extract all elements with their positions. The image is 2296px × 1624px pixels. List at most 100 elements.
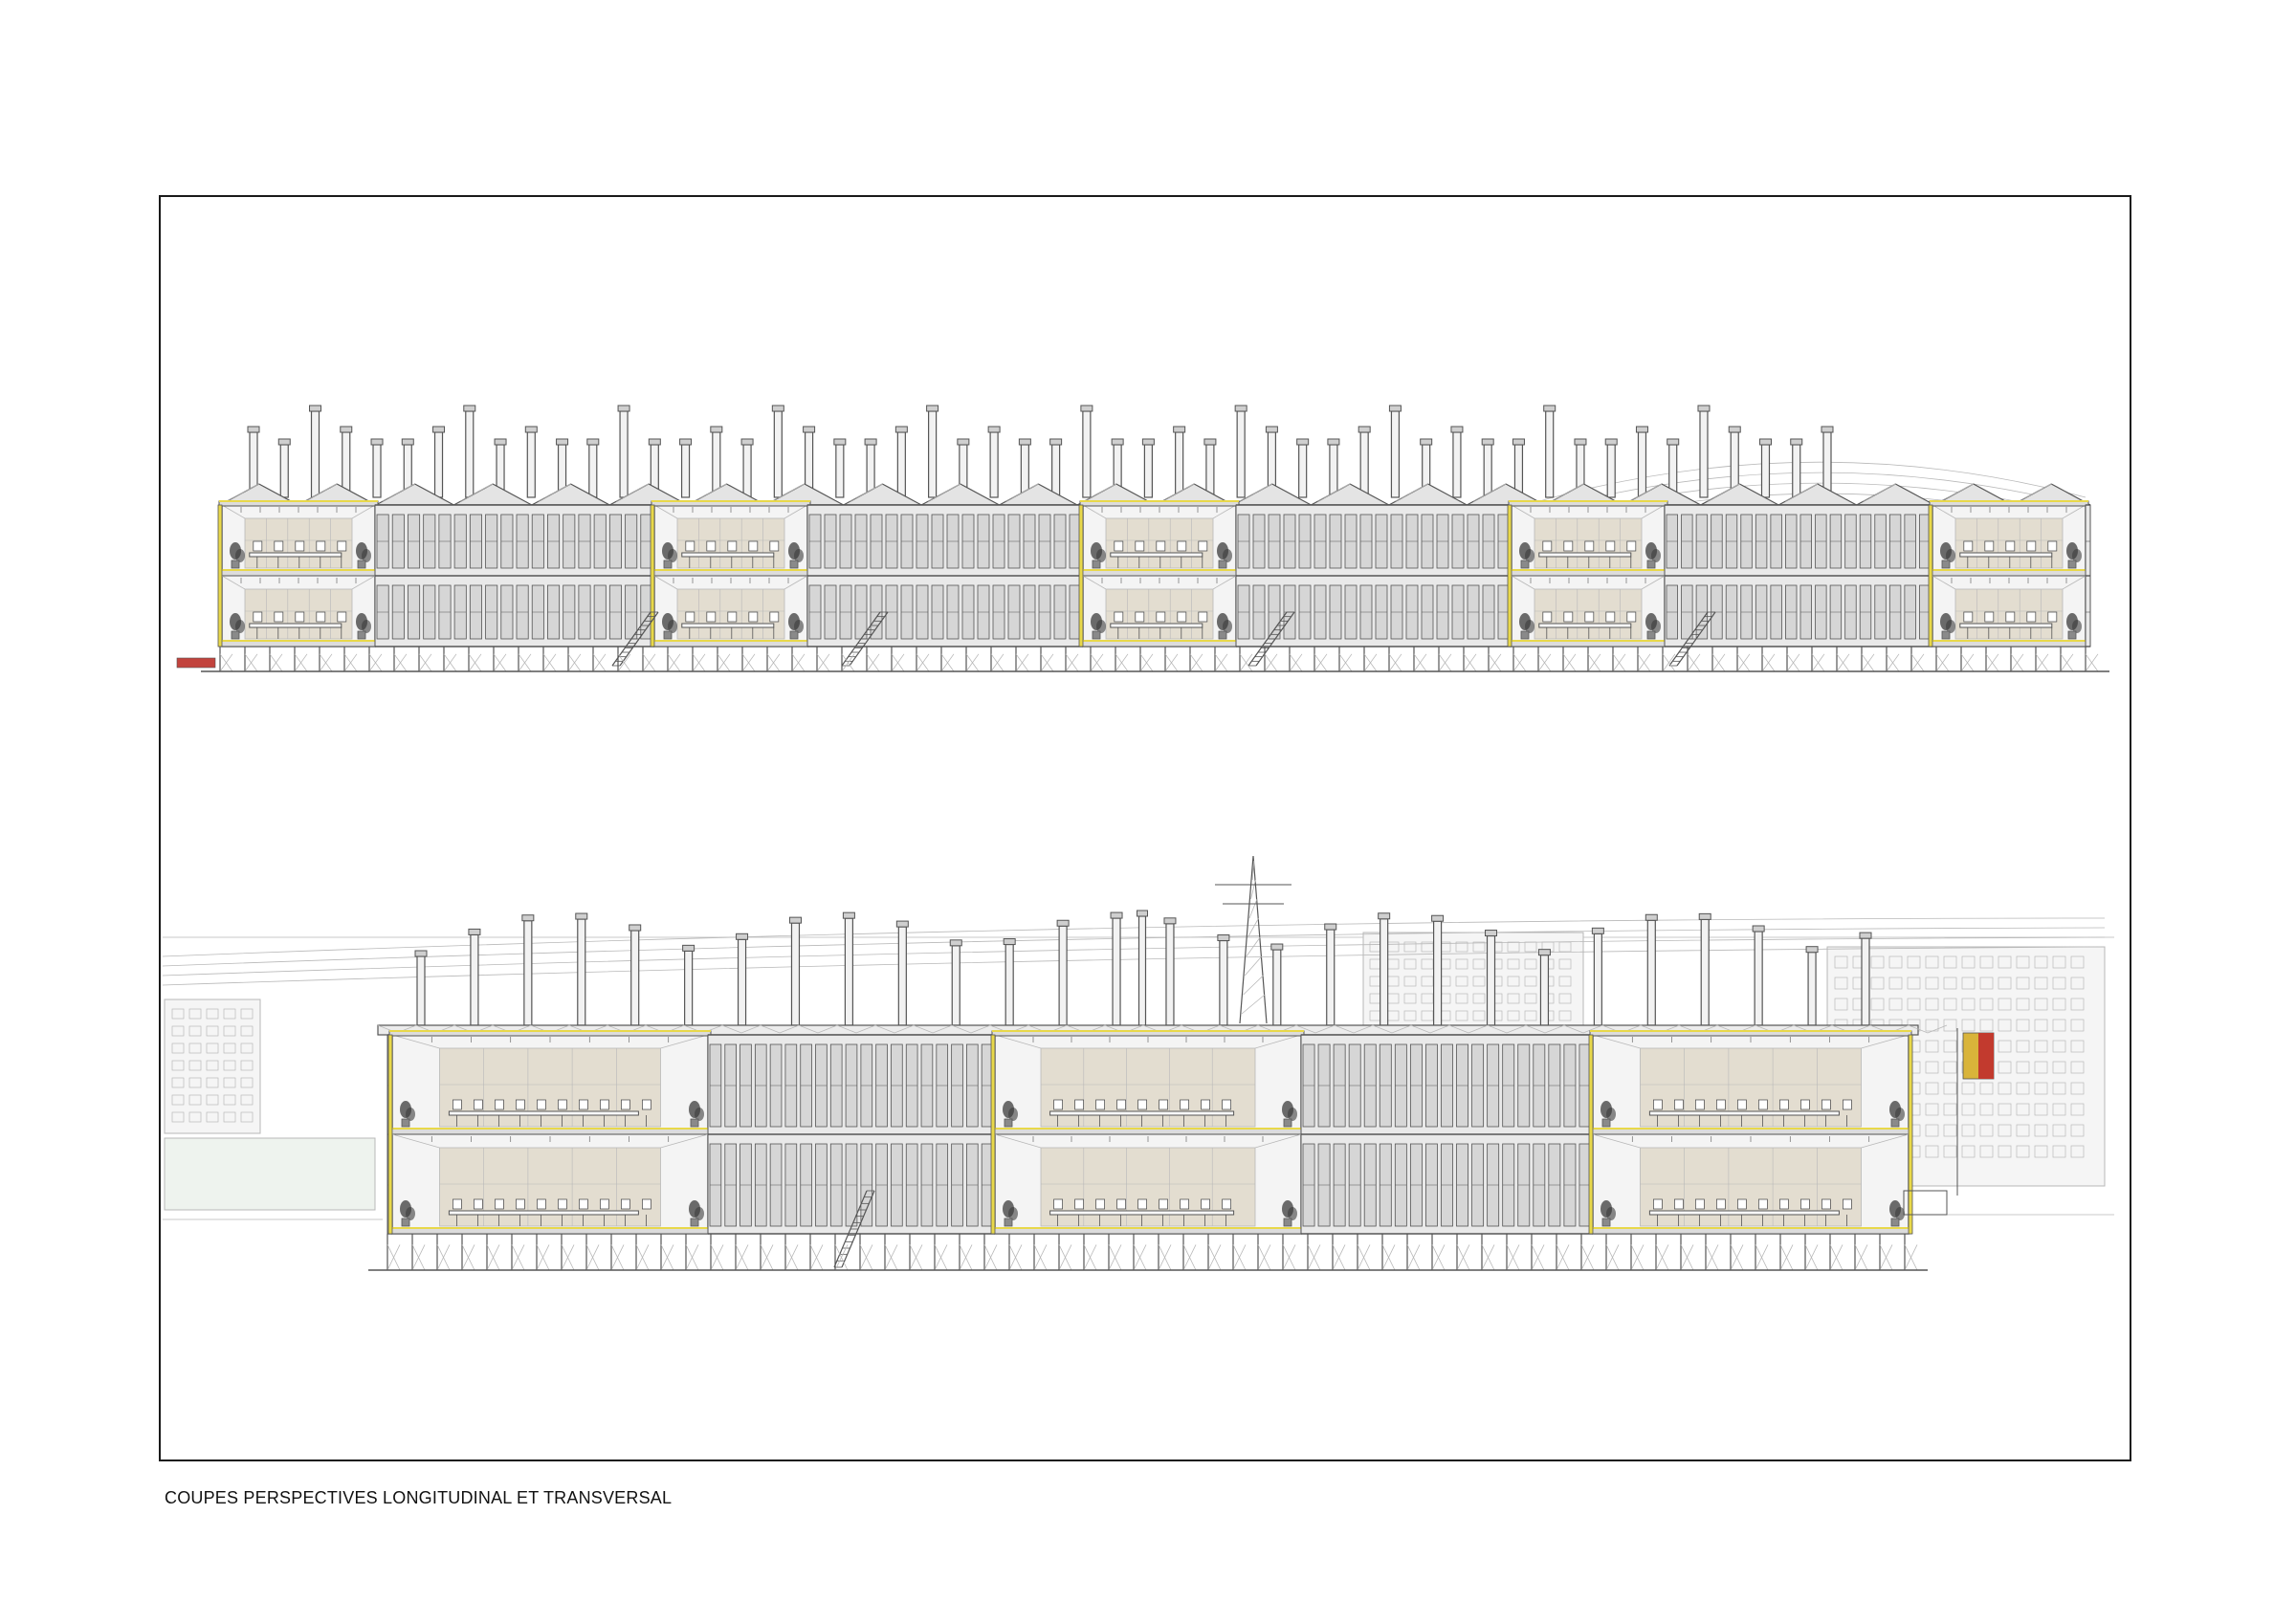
monitor <box>1695 1198 1705 1210</box>
monitor <box>2047 540 2058 552</box>
background-window <box>1943 1061 1957 1074</box>
brace <box>1058 1244 1072 1271</box>
slab-accent <box>651 569 810 571</box>
background-window <box>1925 977 1939 990</box>
chimney-stack <box>1646 919 1656 1026</box>
monitor <box>295 540 305 552</box>
plant-foliage <box>2072 549 2082 562</box>
chimney-stack <box>742 444 752 498</box>
background-window <box>1998 1040 2012 1053</box>
plant <box>1091 613 1106 640</box>
roof-rib <box>719 483 727 488</box>
monitor <box>1198 540 1208 552</box>
stair <box>611 611 659 667</box>
brace <box>2085 653 2099 672</box>
background-window <box>1524 976 1537 987</box>
drawing-frame <box>159 195 2131 1461</box>
slab-accent <box>1590 1030 1911 1032</box>
perspective-edge <box>1932 575 1956 590</box>
chimney-stack <box>1082 410 1092 498</box>
brace <box>1481 1244 1495 1271</box>
background-window <box>171 1042 185 1054</box>
chimney <box>833 438 847 498</box>
glazed-bay <box>2085 504 2091 647</box>
monitor <box>769 540 780 552</box>
monitor <box>1222 1198 1231 1210</box>
brace <box>1363 653 1378 672</box>
monitor <box>685 540 695 552</box>
background-window <box>188 1111 202 1123</box>
background-window <box>1961 955 1976 969</box>
brace <box>1406 1244 1421 1271</box>
chimney-stack <box>790 922 801 1026</box>
monitor <box>621 1198 630 1210</box>
monitor <box>452 1198 462 1210</box>
chimney <box>1110 911 1123 1026</box>
background-window <box>1472 993 1486 1004</box>
roof-rib <box>252 483 259 488</box>
desk-row <box>448 1198 651 1226</box>
ground-plane <box>163 1190 2114 1220</box>
chimney <box>1327 438 1340 498</box>
desk-top <box>1959 623 2053 628</box>
brace <box>1537 653 1552 672</box>
plant-pot <box>1890 1218 1900 1227</box>
plant-foliage <box>1895 1207 1905 1220</box>
chimney-cap <box>1217 934 1230 942</box>
background-window <box>223 1060 236 1071</box>
brace <box>1108 1244 1122 1271</box>
background-window <box>171 1077 185 1088</box>
brace <box>1214 653 1228 672</box>
chimney-stack <box>989 431 999 498</box>
brace <box>710 1244 724 1271</box>
background-window <box>206 1042 219 1054</box>
brace <box>1711 653 1726 672</box>
monitor <box>621 1099 630 1110</box>
chimney-stack <box>1606 444 1616 498</box>
background-window <box>1558 993 1572 1004</box>
plant-pot <box>1004 1118 1013 1128</box>
background-window <box>1507 1010 1520 1021</box>
chimney-cap <box>1543 405 1556 412</box>
chimney <box>842 911 855 1026</box>
flag-cloth-stripe <box>1978 1033 1994 1079</box>
monitor <box>516 1099 525 1110</box>
background-window <box>1943 1040 1957 1053</box>
brace <box>642 653 656 672</box>
chimney-stack <box>1165 923 1175 1026</box>
monitor <box>274 611 284 623</box>
slab-accent <box>992 1128 1304 1130</box>
background-window <box>1925 1103 1939 1116</box>
plant-foliage <box>1008 1108 1018 1121</box>
brace <box>1506 1244 1520 1271</box>
background-window <box>223 1094 236 1106</box>
truss <box>951 1024 991 1034</box>
chimney-cap <box>1537 949 1551 956</box>
monitor <box>1156 540 1166 552</box>
chimney-cap <box>463 405 476 412</box>
plant <box>1003 1101 1018 1128</box>
plant-pot <box>231 630 240 640</box>
chimney-stack <box>310 410 320 498</box>
monitor <box>1542 611 1553 623</box>
brace <box>841 653 855 672</box>
roof-rib <box>798 483 806 488</box>
monitor <box>1095 1099 1105 1110</box>
background-window <box>2070 1061 2085 1074</box>
background-window <box>1943 1082 1957 1095</box>
chimney-cap <box>1591 927 1604 934</box>
plant-foliage <box>1525 549 1534 562</box>
chimney <box>1758 438 1772 498</box>
chimney-stack <box>1637 431 1647 498</box>
brace <box>585 1244 600 1271</box>
slab-accent <box>1930 500 2088 502</box>
brace <box>1289 653 1303 672</box>
monitor <box>706 611 717 623</box>
background-window <box>240 1008 254 1020</box>
brace <box>891 653 905 672</box>
plant-foliage <box>1288 1207 1297 1220</box>
truss <box>1410 1024 1450 1034</box>
brace <box>294 653 308 672</box>
chimney-cap <box>894 426 908 433</box>
desk-top <box>1110 623 1203 628</box>
